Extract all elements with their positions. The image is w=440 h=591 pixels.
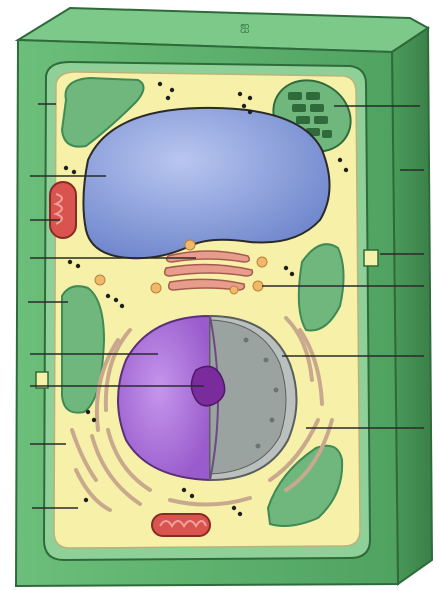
mitochondrion — [152, 514, 210, 536]
svg-text:ஐ: ஐ — [240, 19, 250, 33]
golgi-apparatus — [165, 251, 253, 290]
mitochondrion — [50, 182, 76, 238]
central-vacuole — [83, 108, 329, 258]
